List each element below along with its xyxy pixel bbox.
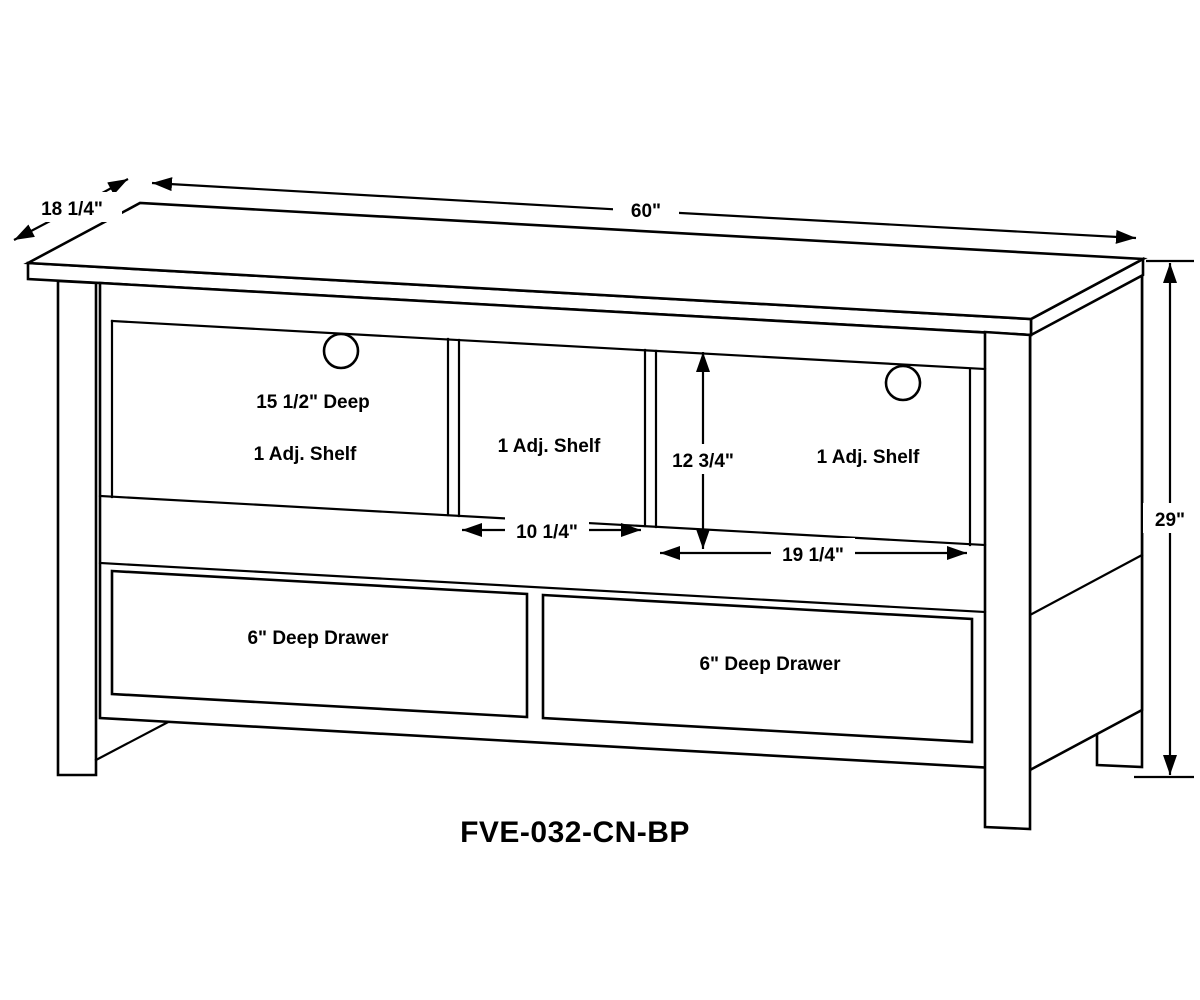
width-arrow-left (151, 177, 645, 213)
left-compartment-shelf-label: 1 Adj. Shelf (254, 444, 357, 465)
depth-label-mask (22, 192, 122, 222)
opening-height-label-mask (662, 444, 744, 474)
center-compartment-shelf-label: 1 Adj. Shelf (498, 436, 601, 457)
top-panel-surface (23, 201, 1148, 321)
right-drawer-front (541, 593, 974, 744)
feature-labels: 15 1/2" Deep 1 Adj. Shelf 1 Adj. Shelf 1… (247, 392, 920, 675)
right-compartment-shelf-label: 1 Adj. Shelf (817, 447, 920, 468)
center-opening-label-mask (505, 515, 589, 545)
height-label-mask (1143, 503, 1197, 533)
compartment-top-line (110, 319, 987, 371)
opening-height-label: 12 3/4" (672, 451, 734, 472)
left-side-stretcher-line (94, 718, 174, 762)
model-number: FVE-032-CN-BP (460, 816, 690, 849)
right-opening-width-label: 19 1/4" (782, 545, 844, 566)
right-opening-label-mask (771, 538, 855, 568)
front-left-leg (56, 279, 98, 777)
right-drawer-label: 6" Deep Drawer (699, 654, 841, 675)
height-dimension-label: 29" (1155, 510, 1185, 531)
right-side-panel (1028, 272, 1144, 773)
left-drawer-label: 6" Deep Drawer (247, 628, 389, 649)
cable-hole-right-icon (884, 364, 922, 402)
front-right-leg (983, 330, 1032, 831)
left-compartment-depth-label: 15 1/2" Deep (256, 392, 370, 413)
left-drawer-front (110, 569, 529, 719)
depth-dimension-label: 18 1/4" (41, 199, 103, 220)
mid-rail-line (98, 561, 987, 614)
width-dimension-label: 60" (631, 201, 661, 222)
dimension-annotations: 60" 18 1/4" 29" 12 3/4" 10 1/4" 19 1/4" (13, 177, 1197, 779)
width-arrow-right (643, 209, 1137, 244)
width-label-mask (613, 194, 679, 224)
cable-hole-left-icon (322, 332, 360, 370)
right-side-rail-line (1028, 553, 1144, 617)
center-opening-width-label: 10 1/4" (516, 522, 578, 543)
